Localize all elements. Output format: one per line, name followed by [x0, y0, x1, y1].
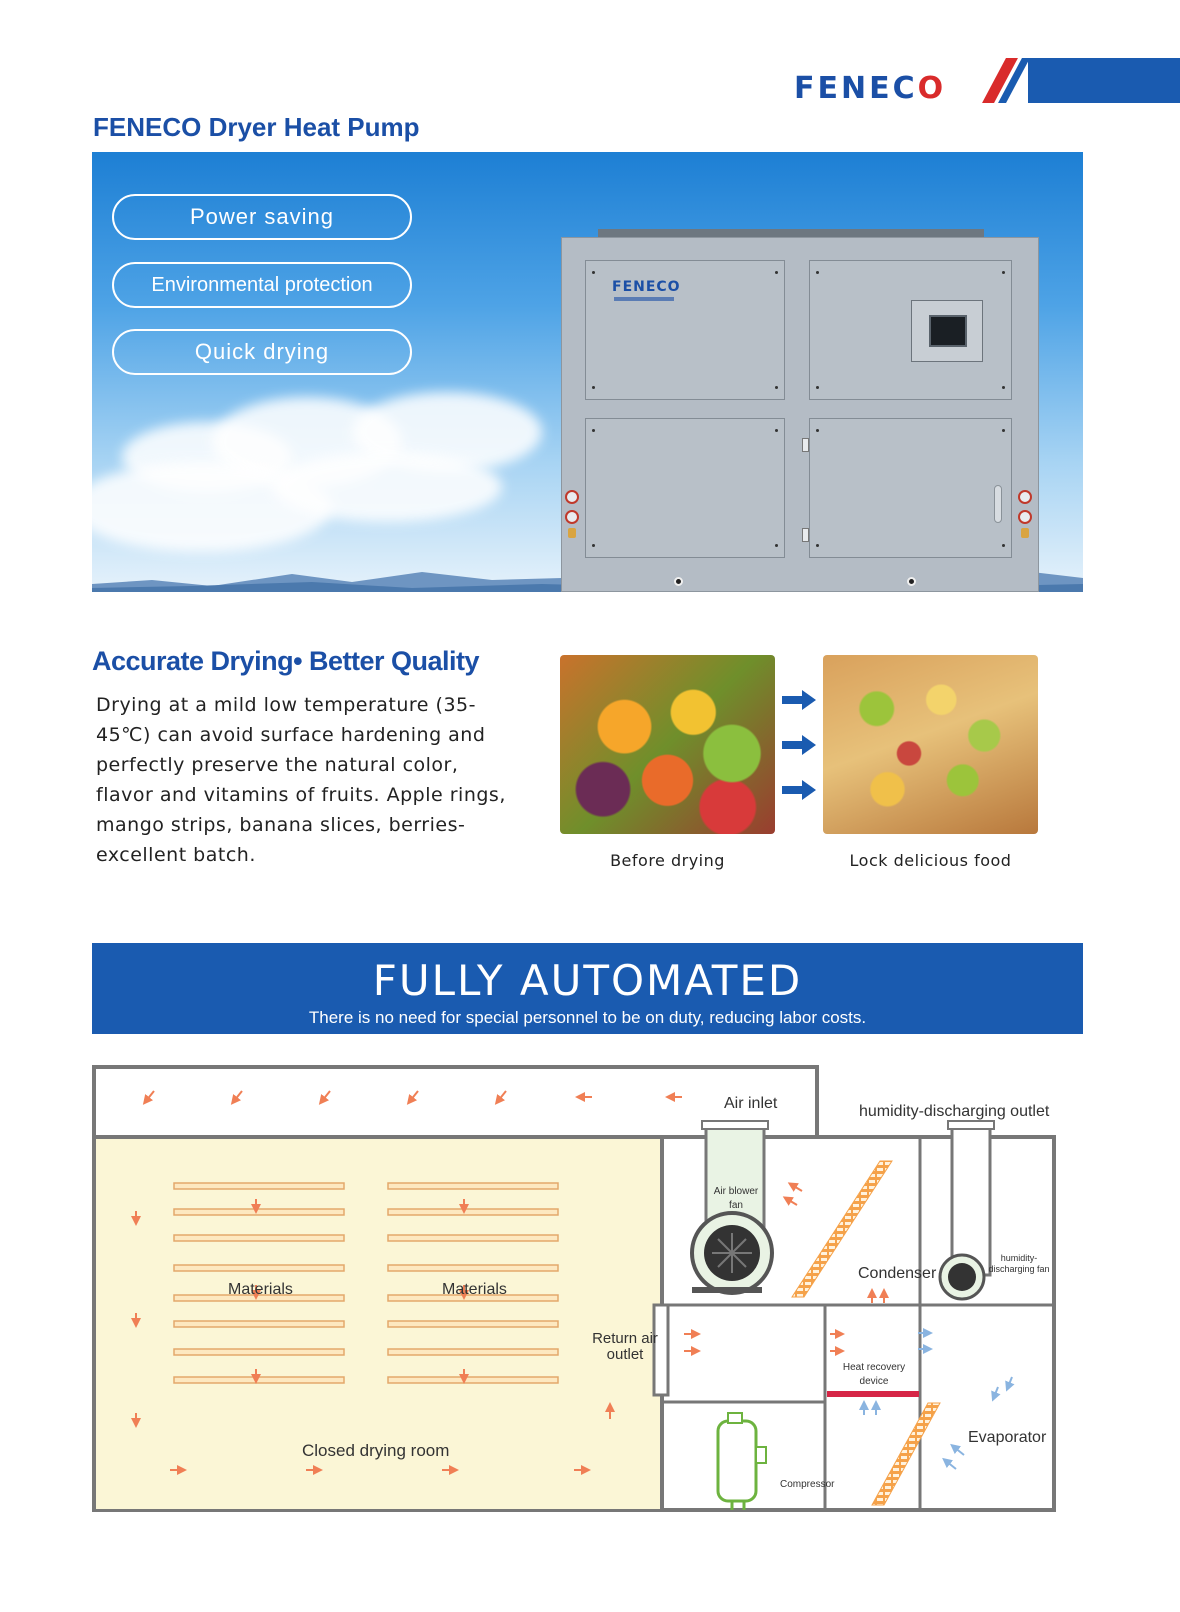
label-return-air-outlet: Return air outlet	[592, 1330, 658, 1363]
page-title: FENECO Dryer Heat Pump	[93, 112, 420, 142]
heat-pump-unit: FENECO	[561, 237, 1039, 592]
machine-logo-sub	[614, 297, 674, 301]
screw	[816, 271, 819, 274]
feneco-logo: FENECO	[794, 71, 946, 106]
banner-subtitle: There is no need for special personnel t…	[308, 1008, 867, 1027]
label-air-blower-fan: Air blower fan	[713, 1186, 759, 1211]
machine-logo: FENECO	[612, 279, 681, 295]
banner-title: FULLY AUTOMATED	[372, 956, 803, 1005]
screw	[1002, 271, 1005, 274]
screw	[775, 544, 778, 547]
arrow-right-icon	[782, 735, 816, 755]
screw	[592, 386, 595, 389]
cloud	[272, 452, 502, 522]
feature-pill-quick-drying: Quick drying	[112, 329, 412, 375]
arrow-right-icon	[782, 780, 816, 800]
pressure-gauge	[1018, 510, 1032, 524]
door-handle	[994, 485, 1002, 523]
machine-top-rail	[598, 229, 984, 239]
logo-text: FENEC	[794, 71, 918, 106]
section-title-quality: Accurate Drying• Better Quality	[92, 646, 480, 676]
screw	[816, 429, 819, 432]
arrow-right-icon	[782, 690, 816, 710]
brand-bar	[1028, 58, 1180, 103]
dried-fruit-photo	[823, 655, 1038, 834]
screw	[592, 429, 595, 432]
control-screen	[911, 300, 983, 362]
pressure-gauge	[565, 510, 579, 524]
screw	[816, 386, 819, 389]
screen-display	[929, 315, 967, 347]
pressure-gauge	[565, 490, 579, 504]
valve	[568, 528, 576, 538]
fresh-fruit-photo	[560, 655, 775, 834]
pressure-gauge	[1018, 490, 1032, 504]
feature-pill-power-saving: Power saving	[112, 194, 412, 240]
hinge	[802, 528, 809, 542]
drain-port	[907, 577, 916, 586]
label-compressor: Compressor	[780, 1479, 835, 1490]
diagram-graphic	[92, 1065, 1056, 1512]
screw	[592, 544, 595, 547]
screw	[775, 271, 778, 274]
screw	[1002, 386, 1005, 389]
label-closed-drying-room: Closed drying room	[302, 1441, 450, 1460]
label-humidity-fan: humidity-discharging fan	[988, 1253, 1050, 1274]
hinge	[802, 438, 809, 452]
label-air-inlet: Air inlet	[724, 1095, 778, 1112]
machine-panel	[585, 418, 785, 558]
label-evaporator: Evaporator	[968, 1429, 1047, 1446]
drain-port	[674, 577, 683, 586]
label-materials-right: Materials	[442, 1281, 507, 1298]
machine-panel: FENECO	[585, 260, 785, 400]
label-humidity-outlet: humidity-discharging outlet	[859, 1103, 1050, 1120]
logo-o: O	[917, 71, 947, 106]
screw	[775, 429, 778, 432]
label-heat-recovery: Heat recovery device	[842, 1362, 906, 1387]
caption-after: Lock delicious food	[849, 851, 1012, 870]
screw	[775, 386, 778, 389]
screw	[816, 544, 819, 547]
label-condenser: Condenser	[858, 1265, 937, 1282]
caption-before: Before drying	[610, 851, 725, 870]
screw	[1002, 429, 1005, 432]
drying-room-diagram: Air inlet humidity-discharging outlet Ai…	[92, 1065, 1082, 1515]
machine-panel	[809, 418, 1012, 558]
screw	[592, 271, 595, 274]
screw	[1002, 544, 1005, 547]
hero-banner: Power saving Environmental protection Qu…	[92, 152, 1083, 592]
automation-banner: FULLY AUTOMATED There is no need for spe…	[92, 943, 1083, 1034]
valve	[1021, 528, 1029, 538]
quality-description: Drying at a mild low temperature (35-45℃…	[96, 694, 506, 866]
feature-pill-environmental: Environmental protection	[112, 262, 412, 308]
label-materials-left: Materials	[228, 1281, 293, 1298]
